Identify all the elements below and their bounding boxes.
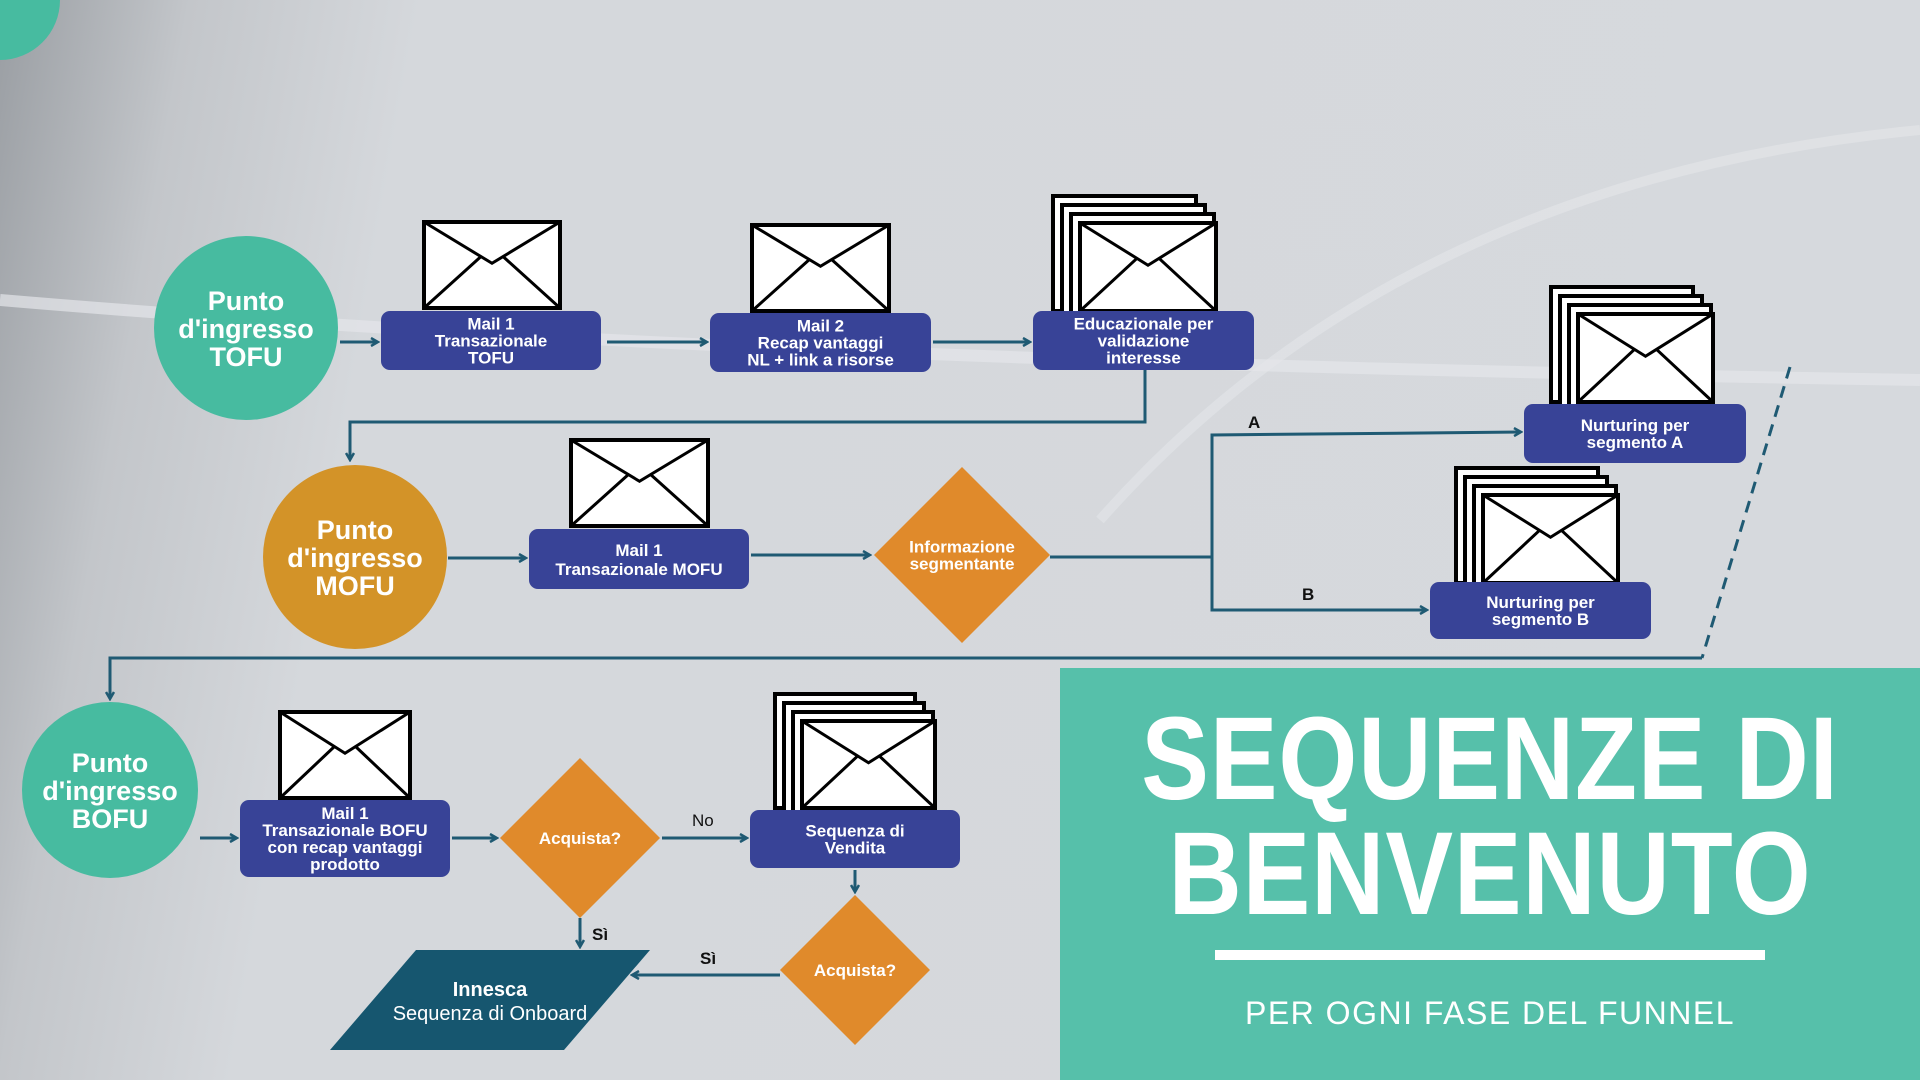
label-line: con recap vantaggi [268,838,423,857]
envelope-icon [1078,221,1218,313]
innesca-parallelogram[interactable] [330,950,650,1050]
edge-segment-b [1210,557,1427,610]
mail2-box[interactable] [710,313,931,372]
acquista1-label: Acquista? [539,829,621,848]
envelope-icon [1481,493,1620,585]
label-line: Educazionale per [1074,314,1214,333]
label-line: Mail 1 [321,804,368,823]
label-line: Transazionale MOFU [555,560,722,579]
label-line: interesse [1106,348,1181,367]
bofu-circle[interactable] [22,702,198,878]
label-line: Acquista? [814,961,896,980]
envelope-icon [1576,312,1715,404]
label-line: segmento B [1492,610,1589,629]
acquista2-label: Acquista? [814,961,896,980]
label-line: Mail 1 [615,541,662,560]
edge-edu-mofu [350,370,1147,460]
label-line: NL + link a risorse [747,350,894,369]
envelope-icon [422,220,562,310]
label-line: Recap vantaggi [758,333,884,352]
label-line: Innesca [453,979,528,1001]
label-line: Mail 2 [797,316,844,335]
acquista2-diamond[interactable] [780,895,930,1045]
mail1_bofu-box[interactable] [240,800,450,877]
edge-label-a: A [1248,413,1260,432]
hero-title-line1: SEQUENZE DI [1141,693,1839,825]
label-line: Punto [208,286,284,316]
edge-segment-a [1210,432,1521,557]
label-line: BOFU [72,804,149,834]
edge-label-no: No [692,811,714,830]
envelope-icon [278,710,412,800]
hero-divider [1215,950,1765,960]
edge-label-b: B [1302,585,1314,604]
hero-overlay [1060,668,1920,1080]
label-line: TOFU [210,342,283,372]
label-line: Transazionale BOFU [262,821,427,840]
envelope-icon [800,719,937,810]
label-line: d'ingresso [42,776,177,806]
tofu-circle[interactable] [154,236,338,420]
label-line: Sequenza di Onboard [393,1003,588,1025]
label-line: Mail 1 [467,314,514,333]
envelope-icon [750,223,891,313]
hero-title-line2: BENVENUTO [1168,808,1812,940]
label-line: Transazionale [435,331,547,350]
label-line: d'ingresso [178,314,313,344]
label-line: Punto [317,515,393,545]
label-line: Vendita [825,838,886,857]
label-line: Punto [72,748,148,778]
informazione-diamond[interactable] [874,467,1050,643]
edge-label-si-1: Sì [592,925,608,944]
label-line: Nurturing per [1486,593,1595,612]
nurt_a-box[interactable] [1524,404,1746,463]
envelope-icon [569,438,710,528]
edge-return [110,656,1702,699]
mofu-circle[interactable] [263,465,447,649]
edge-label-si-2: Sì [700,949,716,968]
label-line: Sequenza di [805,821,904,840]
hero-subtitle: PER OGNI FASE DEL FUNNEL [1244,995,1736,1031]
label-line: d'ingresso [287,543,422,573]
label-line: Nurturing per [1581,416,1690,435]
educazionale-box[interactable] [1033,311,1254,370]
nurt_b-box[interactable] [1430,582,1651,639]
label-line: prodotto [310,855,380,874]
acquista1-diamond[interactable] [500,758,660,918]
vendita-box[interactable] [750,810,960,868]
label-line: segmentante [910,554,1015,573]
label-line: validazione [1098,331,1190,350]
label-line: MOFU [315,571,394,601]
edge-dashed [1700,366,1792,659]
bg-streak [1096,125,1920,524]
label-line: segmento A [1587,433,1684,452]
label-line: Informazione [909,537,1015,556]
label-line: TOFU [468,348,514,367]
mail1_mofu-box[interactable] [529,529,749,589]
corner-circle [0,0,60,60]
mail1_tofu-box[interactable] [381,311,601,370]
edges: A B No Sì Sì [110,342,1792,975]
label-line: Acquista? [539,829,621,848]
